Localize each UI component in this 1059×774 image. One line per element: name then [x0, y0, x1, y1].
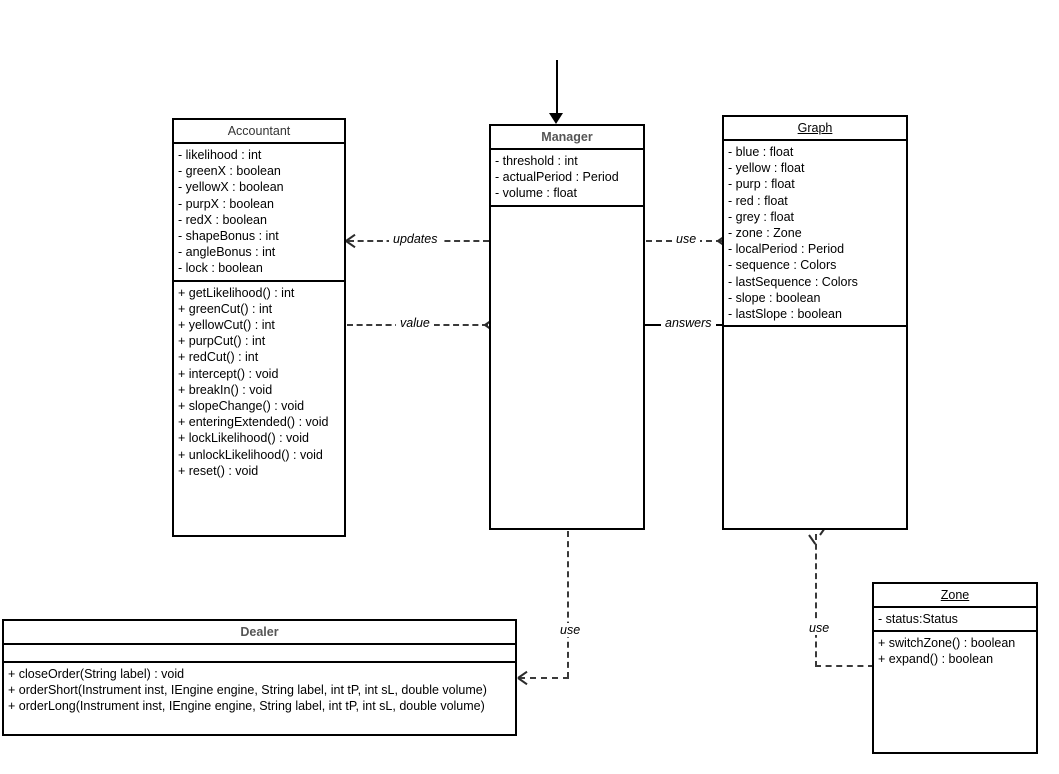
- attributes-compartment-accountant: - likelihood : int - greenX : boolean - …: [174, 144, 344, 282]
- methods-compartment-manager: [491, 207, 643, 213]
- edge-label-use-manager-dealer: use: [556, 623, 585, 637]
- method-row: + redCut() : int: [178, 350, 259, 365]
- attribute-row: - angleBonus : int: [178, 245, 276, 260]
- attribute-row: - threshold : int: [495, 154, 578, 168]
- attribute-row: - lastSlope : boolean: [728, 307, 842, 322]
- uml-class-zone[interactable]: Zone - status:Status + switchZone() : bo…: [872, 582, 1038, 754]
- attribute-row: - purpX : boolean: [178, 196, 274, 211]
- method-row: + slopeChange() : void: [178, 399, 305, 414]
- class-title-accountant: Accountant: [174, 120, 344, 144]
- method-row: + getLikelihood() : int: [178, 285, 295, 300]
- connector-zone-graph-horizontal: [815, 665, 874, 667]
- edge-label-use-zone-graph: use: [805, 621, 834, 635]
- uml-class-dealer[interactable]: Dealer + closeOrder(String label) : void…: [2, 619, 517, 736]
- uml-class-accountant[interactable]: Accountant - likelihood : int - greenX :…: [172, 118, 346, 537]
- attribute-row: - blue : float: [728, 145, 794, 159]
- method-row: + purpCut() : int: [178, 334, 266, 349]
- attribute-row: - slope : boolean: [728, 290, 821, 305]
- attributes-compartment-zone: - status:Status: [874, 608, 1036, 633]
- attribute-row: - yellowX : boolean: [178, 180, 284, 195]
- arrowhead-open-left-dealer: [517, 670, 532, 686]
- method-row: + breakIn() : void: [178, 382, 273, 397]
- attribute-row: - purp : float: [728, 177, 795, 192]
- methods-compartment-dealer: + closeOrder(String label) : void + orde…: [4, 663, 515, 718]
- attribute-row: - red : float: [728, 193, 788, 208]
- method-row: + enteringExtended() : void: [178, 415, 329, 430]
- attributes-compartment-graph: - blue : float - yellow : float - purp :…: [724, 141, 906, 328]
- method-row: + reset() : void: [178, 463, 259, 478]
- attribute-row: - yellow : float: [728, 161, 805, 176]
- edge-label-answers: answers: [661, 316, 716, 330]
- attribute-row: - zone : Zone: [728, 226, 802, 241]
- attribute-row: - redX : boolean: [178, 212, 267, 227]
- methods-compartment-accountant: + getLikelihood() : int + greenCut() : i…: [174, 282, 344, 482]
- edge-label-value: value: [396, 316, 434, 330]
- uml-class-graph[interactable]: Graph - blue : float - yellow : float - …: [722, 115, 908, 530]
- method-row: + orderLong(Instrument inst, IEngine eng…: [8, 699, 485, 714]
- connector-zone-graph-vertical: [815, 534, 817, 667]
- method-row: + expand() : boolean: [878, 652, 994, 667]
- edge-label-use-manager-graph: use: [672, 232, 701, 246]
- arrowhead-open-right-graph: [707, 233, 728, 249]
- methods-compartment-graph: [724, 327, 906, 333]
- attribute-row: - shapeBonus : int: [178, 229, 279, 244]
- arrowhead-open-up-graph: [808, 525, 828, 545]
- method-row: + intercept() : void: [178, 366, 279, 381]
- edge-label-updates: updates: [389, 232, 442, 246]
- attribute-row: - lock : boolean: [178, 261, 263, 276]
- connector-manager-dealer-vertical: [567, 531, 569, 678]
- method-row: + orderShort(Instrument inst, IEngine en…: [8, 683, 487, 698]
- uml-class-manager[interactable]: Manager - threshold : int - actualPeriod…: [489, 124, 645, 530]
- arrowhead-filled-down-manager: [549, 113, 563, 124]
- attribute-row: - localPeriod : Period: [728, 242, 845, 257]
- attribute-row: - lastSequence : Colors: [728, 274, 858, 289]
- method-row: + greenCut() : int: [178, 301, 273, 316]
- method-row: + closeOrder(String label) : void: [8, 667, 185, 681]
- methods-compartment-zone: + switchZone() : boolean + expand() : bo…: [874, 632, 1036, 670]
- attributes-compartment-dealer: [4, 645, 515, 663]
- attribute-row: - sequence : Colors: [728, 258, 837, 273]
- method-row: + switchZone() : boolean: [878, 636, 1016, 651]
- class-title-graph: Graph: [724, 117, 906, 141]
- attribute-row: - volume : float: [495, 186, 577, 201]
- attributes-compartment-manager: - threshold : int - actualPeriod : Perio…: [491, 150, 643, 207]
- attribute-row: - grey : float: [728, 209, 794, 224]
- arrowhead-open-right-manager: [474, 317, 495, 333]
- connector-external-manager: [556, 60, 558, 118]
- connector-manager-dealer-horizontal: [519, 677, 569, 679]
- method-row: + unlockLikelihood() : void: [178, 447, 323, 462]
- attribute-row: - greenX : boolean: [178, 164, 281, 179]
- method-row: + yellowCut() : int: [178, 318, 275, 333]
- class-title-manager: Manager: [491, 126, 643, 150]
- arrowhead-open-left-accountant: [345, 233, 360, 249]
- class-title-dealer: Dealer: [4, 621, 515, 645]
- method-row: + lockLikelihood() : void: [178, 431, 309, 446]
- class-title-zone: Zone: [874, 584, 1036, 608]
- attribute-row: - status:Status: [878, 612, 958, 626]
- attribute-row: - actualPeriod : Period: [495, 170, 619, 185]
- attribute-row: - likelihood : int: [178, 148, 262, 162]
